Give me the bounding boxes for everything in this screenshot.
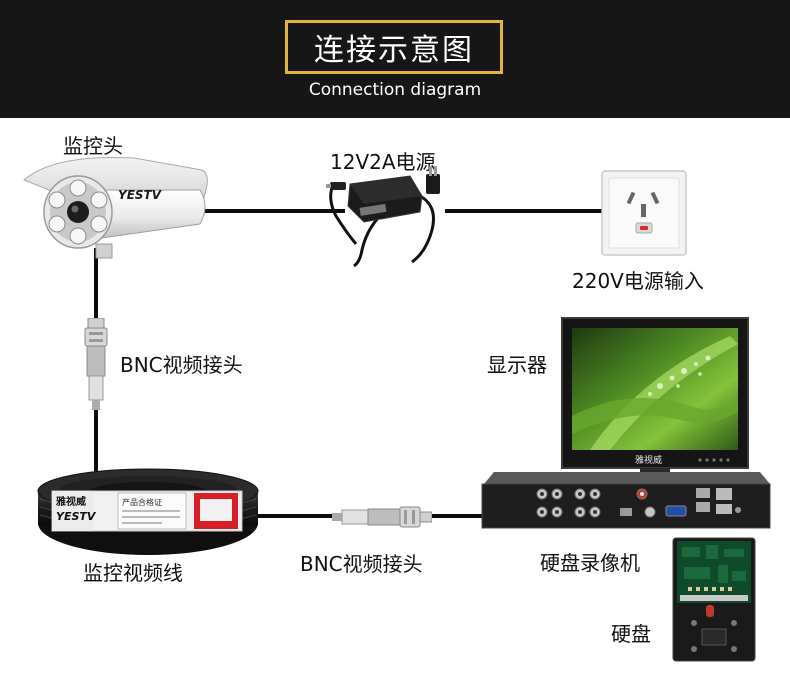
spool-certificate: 产品合格证 (122, 497, 162, 507)
wire-camera-down (94, 248, 98, 324)
bnc-connector-vertical (84, 318, 108, 410)
bnc-connector-horizontal (332, 506, 432, 528)
camera-logo: YESTV (118, 188, 163, 202)
hard-disk (672, 537, 756, 662)
label-dvr: 硬盘录像机 (540, 551, 640, 575)
label-video-cable: 监控视频线 (83, 561, 183, 585)
wire-cable-to-bnc (258, 514, 338, 518)
dvr-recorder (481, 472, 771, 529)
monitor: 雅视威 (561, 317, 749, 476)
ir-led-ring (48, 179, 108, 245)
wire-camera-to-adapter (185, 209, 345, 213)
spool-brand: 雅视威 (56, 495, 86, 508)
wire-adapter-to-outlet (445, 209, 605, 213)
spool-logo: YESTV (56, 510, 97, 523)
page-title: 连接示意图 (314, 33, 474, 68)
wire-bnc-to-dvr (428, 514, 482, 518)
label-power-adapter: 12V2A电源 (330, 150, 436, 174)
label-monitor: 显示器 (487, 353, 547, 377)
label-bnc-vertical: BNC视频接头 (120, 353, 243, 377)
video-cable-spool: 雅视威 YESTV 产品合格证 (37, 468, 259, 555)
label-hard-disk: 硬盘 (611, 622, 651, 646)
wire-bnc-to-cable (94, 404, 98, 472)
label-camera: 监控头 (63, 134, 123, 158)
power-adapter (326, 166, 440, 268)
label-power-input: 220V电源输入 (572, 269, 704, 293)
label-bnc-horizontal: BNC视频接头 (300, 552, 423, 576)
title-frame: 连接示意图 (285, 20, 503, 74)
security-camera: YESTV (23, 157, 208, 259)
header-bar: 连接示意图 Connection diagram (0, 0, 790, 118)
monitor-brand: 雅视威 (635, 454, 662, 466)
page-subtitle: Connection diagram (308, 80, 482, 100)
wall-outlet (601, 170, 687, 256)
